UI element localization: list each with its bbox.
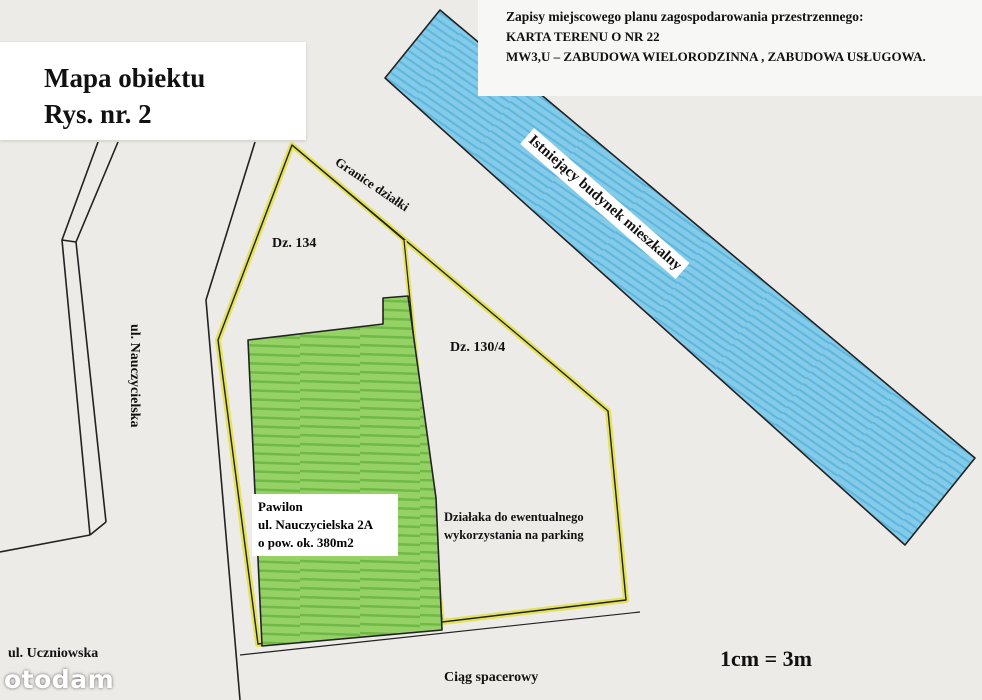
plan-note-line2: KARTA TERENU O NR 22 — [506, 29, 660, 44]
walkway-edge — [239, 611, 641, 656]
plan-note-line3: MW3,U – ZABUDOWA WIELORODZINNA , ZABUDOW… — [506, 49, 926, 64]
scale-label: 1cm = 3m — [720, 646, 812, 671]
plan-note-line1: Zapisy miejscowego planu zagospodarowani… — [506, 9, 864, 24]
street-edge — [205, 141, 256, 700]
plan-notes-card: Zapisy miejscowego planu zagospodarowani… — [478, 0, 982, 96]
pavilion-label: Pawilon ul. Nauczycielska 2A o pow. ok. … — [252, 494, 398, 556]
street-uczniowska-label: ul. Uczniowska — [8, 646, 99, 661]
plot-134-label: Dz. 134 — [272, 236, 317, 251]
street-nauczycielska-label: ul. Nauczycielska — [127, 324, 142, 428]
pavilion-area — [247, 295, 443, 647]
parking-note-line2: wykorzystania na parking — [444, 528, 584, 542]
map-title: Mapa obiektu — [44, 63, 206, 93]
parking-note-line1: Działaka do ewentualnego — [444, 510, 584, 524]
watermark-logo: otodam — [4, 665, 115, 694]
pavilion-label-line1: Pawilon — [258, 499, 303, 514]
walkway-label: Ciąg spacerowy — [444, 670, 539, 685]
title-card: Mapa obiektu Rys. nr. 2 — [0, 42, 306, 140]
plot-130-4-label: Dz. 130/4 — [450, 340, 506, 355]
pavilion-label-line2: ul. Nauczycielska 2A — [258, 517, 374, 532]
pavilion-label-line3: o pow. ok. 380m2 — [258, 535, 354, 550]
figure-number: Rys. nr. 2 — [44, 99, 152, 129]
street-nauczycielska — [0, 141, 119, 553]
